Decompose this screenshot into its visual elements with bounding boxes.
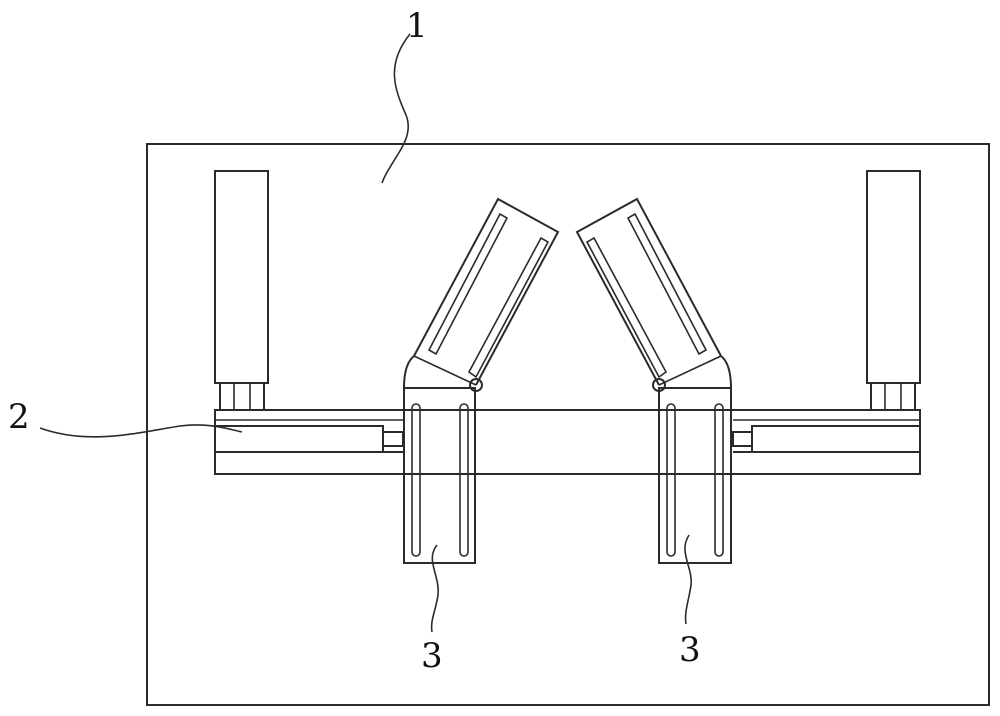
label-frame: 1	[406, 6, 428, 46]
leader-line-2	[40, 425, 242, 437]
left-clamp	[404, 199, 558, 563]
left-cylinder	[215, 171, 268, 410]
leader-line-3-left	[432, 545, 439, 632]
label-right-clamp: 3	[679, 630, 701, 670]
label-left-clamp: 3	[421, 636, 443, 676]
right-cylinder	[867, 171, 920, 410]
base-frame	[147, 144, 989, 705]
horizontal-rail	[215, 410, 920, 474]
label-rail: 2	[8, 397, 30, 437]
leader-line-3-right	[685, 535, 691, 624]
right-clamp	[577, 199, 731, 563]
leader-line-1	[382, 34, 410, 183]
